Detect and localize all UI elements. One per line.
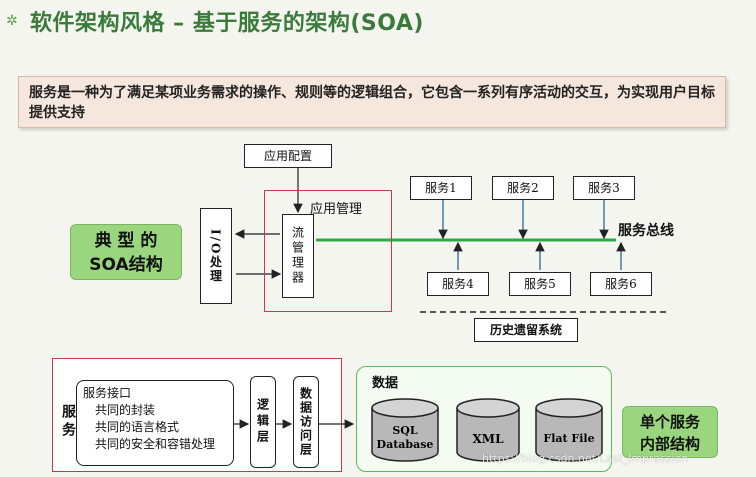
typical-soa-label: 典 型 的 SOA结构 [70, 224, 182, 280]
bullet-icon: ✲ [6, 13, 18, 29]
typical-soa-label-line1: 典 型 的 [94, 231, 158, 251]
service-5-box: 服务5 [509, 272, 571, 296]
service-interface-box: 服务接口 共同的封装 共同的语言格式 共同的安全和容错处理 [76, 380, 234, 466]
service-1-box: 服务1 [410, 176, 472, 200]
process-manager-label: 流管理器 [290, 226, 305, 286]
data-title: 数据 [372, 376, 399, 391]
logic-layer-label: 逻辑层 [255, 398, 270, 446]
definition-box: 服务是一种为了满足某项业务需求的操作、规则等的逻辑组合，它包含一系列有序活动的交… [18, 76, 726, 128]
logic-layer-box: 逻辑层 [250, 376, 276, 468]
flat-file-label: Flat File [543, 432, 595, 445]
process-manager-box: 流管理器 [282, 214, 314, 298]
sql-database-cylinder-icon [371, 398, 439, 462]
service-interface-title: 服务接口 [83, 386, 132, 400]
sql-database-cylinder: SQL Database [370, 398, 440, 464]
service-2-box: 服务2 [492, 176, 554, 200]
sql-database-label-line1: SQL [392, 424, 418, 437]
app-config-box: 应用配置 [244, 144, 332, 168]
app-management-box [264, 190, 392, 312]
service-interface-item-1: 共同的封装 [95, 403, 156, 417]
typical-soa-label-line2: SOA结构 [89, 255, 163, 275]
legacy-system-box: 历史遗留系统 [474, 318, 578, 342]
service-interface-item-2: 共同的语言格式 [95, 420, 180, 434]
xml-cylinder-icon [456, 398, 520, 462]
service-interface-item-3: 共同的安全和容错处理 [95, 437, 216, 451]
internal-structure-label-line2: 内部结构 [639, 435, 700, 453]
service-vertical-label: 服务 [60, 404, 76, 440]
service-3-box: 服务3 [573, 176, 635, 200]
sql-database-label: SQL Database [370, 424, 440, 452]
sql-database-label-line2: Database [376, 438, 434, 451]
data-access-layer-label: 数据访问层 [298, 387, 313, 457]
internal-structure-label: 单个服务 内部结构 [622, 406, 718, 458]
service-4-box: 服务4 [427, 272, 489, 296]
data-access-layer-box: 数据访问层 [293, 376, 319, 468]
watermark: https://blog.csdn.net/Last_Impression [482, 452, 689, 465]
service-bus-label: 服务总线 [618, 223, 674, 239]
io-box: I/O处理 [200, 208, 232, 304]
page-title: 软件架构风格 – 基于服务的架构(SOA) [30, 11, 424, 36]
xml-label: XML [472, 432, 504, 446]
flat-file-cylinder: Flat File [534, 398, 604, 464]
internal-structure-label-line1: 单个服务 [639, 413, 700, 431]
title-bar: ✲ 软件架构风格 – 基于服务的架构(SOA) [6, 6, 424, 36]
app-management-label: 应用管理 [310, 202, 363, 217]
io-label: I/O处理 [208, 228, 223, 284]
flat-file-cylinder-icon [535, 398, 603, 462]
service-6-box: 服务6 [590, 272, 652, 296]
xml-cylinder: XML [455, 398, 521, 464]
